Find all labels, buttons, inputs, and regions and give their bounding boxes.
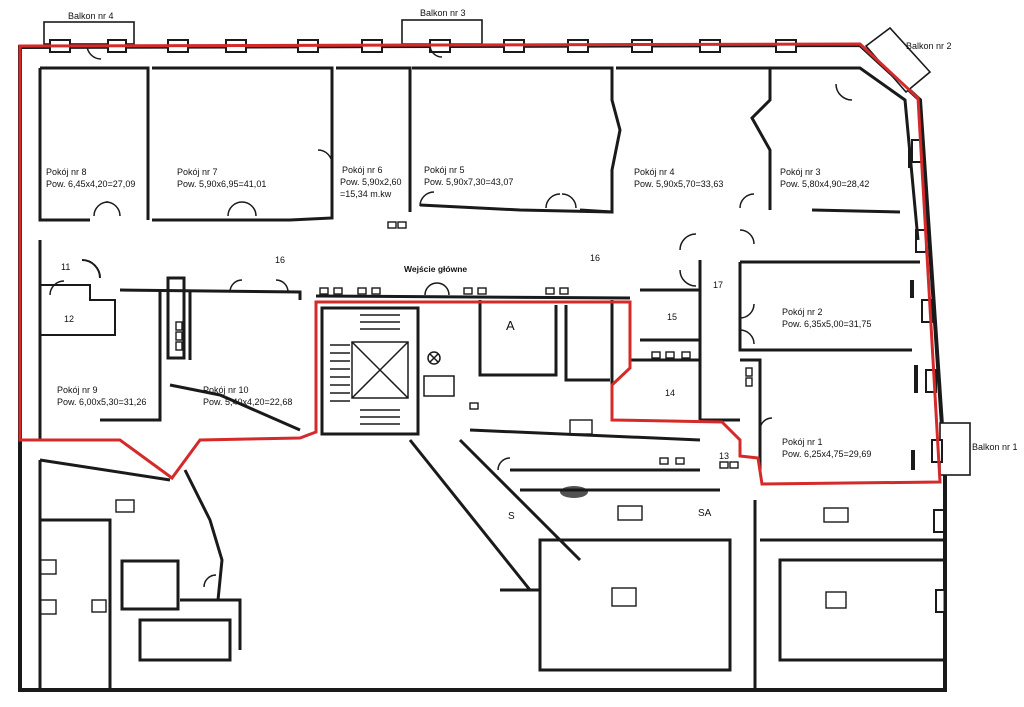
corridor-16-right-number: 16	[590, 253, 601, 263]
room-9-area: Pow. 6,00x5,30=31,26	[57, 397, 147, 407]
room-3-name: Pokój nr 3	[780, 167, 821, 177]
room-6-area-total: =15,34 m.kw	[340, 189, 392, 199]
room-14-number: 14	[665, 388, 676, 398]
balcony-shapes	[43, 19, 971, 476]
room-3-area: Pow. 5,80x4,90=28,42	[780, 179, 870, 189]
room-7-area: Pow. 5,90x6,95=41,01	[177, 179, 267, 189]
room-12-number: 12	[64, 314, 75, 324]
room-8-name: Pokój nr 8	[46, 167, 87, 177]
room-15-number: 15	[667, 312, 678, 322]
mark-sa: SA	[698, 508, 712, 519]
balcony-3-label: Balkon nr 3	[420, 8, 466, 18]
room-9-name: Pokój nr 9	[57, 385, 98, 395]
balcony-4-label: Balkon nr 4	[68, 11, 114, 21]
room-1-area: Pow. 6,25x4,75=29,69	[782, 449, 872, 459]
room-17-number: 17	[713, 280, 724, 290]
room-4-area: Pow. 5,90x5,70=33,63	[634, 179, 724, 189]
scan-marks	[560, 148, 918, 498]
apartment-outline	[18, 42, 942, 486]
door-swings	[49, 44, 853, 588]
room-13-number: 13	[719, 451, 730, 461]
balcony-2-label: Balkon nr 2	[906, 41, 952, 51]
interior-walls	[38, 66, 920, 470]
room-2-area: Pow. 6,35x5,00=31,75	[782, 319, 872, 329]
room-10-name: Pokój nr 10	[203, 385, 249, 395]
room-1-name: Pokój nr 1	[782, 437, 823, 447]
service-rooms	[40, 259, 301, 432]
room-5-name: Pokój nr 5	[424, 165, 465, 175]
room-8-area: Pow. 6,45x4,20=27,09	[46, 179, 136, 189]
room-7-name: Pokój nr 7	[177, 167, 218, 177]
room-6-area: Pow. 5,90x2,60	[340, 177, 402, 187]
main-entrance-label: Wejście główne	[404, 264, 468, 274]
radiators	[39, 221, 849, 615]
room-4-name: Pokój nr 4	[634, 167, 675, 177]
room-11-number: 11	[61, 262, 71, 272]
room-10-area: Pow. 5,40x4,20=22,68	[203, 397, 293, 407]
mark-a: A	[506, 318, 515, 333]
mark-s: S	[508, 511, 515, 522]
corridor-16-left-number: 16	[275, 255, 286, 265]
room-6-name: Pokój nr 6	[342, 165, 383, 175]
room-2-name: Pokój nr 2	[782, 307, 823, 317]
room-5-area: Pow. 5,90x7,30=43,07	[424, 177, 514, 187]
lower-building	[38, 300, 947, 690]
balcony-1-label: Balkon nr 1	[972, 442, 1018, 452]
staircase	[320, 306, 455, 436]
